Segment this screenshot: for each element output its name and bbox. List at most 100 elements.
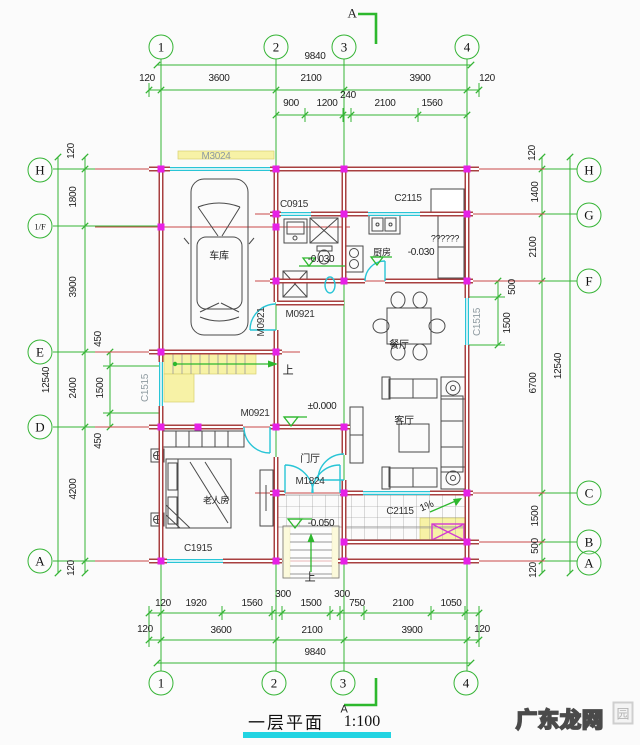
grid-bubble-left-h: H — [27, 157, 53, 183]
up-arrow-entry-label: 上 — [304, 571, 316, 584]
dim-top-r2-0: 900 — [283, 98, 299, 109]
dim-right-inner-0: 500 — [507, 279, 518, 295]
grid-bubble-right-b: B — [576, 529, 602, 555]
bathroom-fixtures — [282, 217, 339, 298]
grid-bubble-right-a: A — [576, 550, 602, 576]
dim-bot-r1-0: 120 — [155, 598, 171, 609]
dim-left-0: 120 — [66, 143, 77, 159]
right-window-label: C1515 — [472, 308, 483, 336]
dim-bot-r1-7: 2100 — [392, 598, 414, 609]
dim-bot-r1-5: 300 — [334, 589, 350, 600]
watermark-text: 广东龙网 — [515, 708, 604, 733]
dim-bot-r1-6: 750 — [349, 598, 365, 609]
dim-bot-r1-1: 1920 — [185, 598, 207, 609]
car — [183, 178, 255, 336]
dim-left-total: 12540 — [41, 366, 52, 394]
bedroom-window-label: C1915 — [184, 543, 212, 554]
grid-bubble-top-2: 2 — [263, 34, 289, 60]
dim-right-1: 1400 — [530, 181, 541, 203]
bedroom-door-label: M0921 — [240, 408, 270, 419]
room-label-living: 客厅 — [394, 416, 414, 427]
drawing-title: 一层平面 — [248, 713, 324, 733]
counter-note: ?????? — [430, 233, 460, 244]
grid-bubble-right-g: G — [576, 202, 602, 228]
dim-top-r2-1: 1200 — [316, 98, 338, 109]
watermark-badge: 园 — [612, 701, 634, 725]
dining-set — [372, 291, 446, 361]
grid-bubble-bottom-4: 4 — [453, 670, 479, 696]
grid-bubble-left-e: E — [27, 339, 53, 365]
terrace-tiles — [277, 494, 468, 544]
garage-door-label: M3024 — [201, 151, 231, 162]
grid-bubble-left-a: A — [27, 548, 53, 574]
dim-top-total: 9840 — [304, 51, 326, 62]
living-set — [349, 376, 466, 490]
dim-top-r1-0: 120 — [139, 73, 155, 84]
dim-left-inner-2: 450 — [93, 433, 104, 449]
hall-door-label: M0921 — [285, 309, 315, 320]
dim-left-1: 1800 — [68, 186, 79, 208]
room-label-bedroom: 老人房 — [202, 495, 230, 506]
grid-bubble-right-f: F — [576, 268, 602, 294]
entry-door-label: M1824 — [295, 476, 325, 487]
dim-right-0: 120 — [527, 145, 538, 161]
level-kitchen: -0.030 — [407, 247, 435, 258]
up-arrow-stair-label: 上 — [282, 364, 294, 377]
dim-left-5: 120 — [66, 560, 77, 576]
dim-left-2: 3900 — [68, 276, 79, 298]
dim-top-r1-2: 2100 — [300, 73, 322, 84]
level-bath: -0.030 — [307, 254, 335, 265]
dim-top-r1-3: 3900 — [409, 73, 431, 84]
dim-right-total: 12540 — [553, 352, 564, 380]
dim-bot-r2-0: 120 — [137, 624, 153, 635]
dim-bot-r2-1: 3600 — [210, 625, 232, 636]
drawing-scale: 1:100 — [343, 713, 381, 730]
room-label-kitchen: 厨房 — [373, 247, 391, 258]
dim-top-r1-4: 120 — [479, 73, 495, 84]
room-label-garage: 车库 — [209, 251, 229, 262]
hall-door-label-vertical: M0921 — [256, 307, 267, 337]
dim-bot-total: 9840 — [304, 647, 326, 658]
left-window-label: C1515 — [140, 374, 151, 402]
grid-bubble-bottom-1: 1 — [148, 670, 174, 696]
dim-right-2: 2100 — [528, 236, 539, 258]
dim-bot-r2-2: 2100 — [301, 625, 323, 636]
kitchen-window-label: C2115 — [394, 193, 422, 204]
bedroom-set — [150, 430, 274, 529]
windows — [159, 167, 469, 563]
section-mark-top: A — [347, 5, 357, 21]
grid-bubble-left-d: D — [27, 414, 53, 440]
title-underline — [243, 732, 391, 738]
terrace-window-label: C2115 — [386, 506, 414, 517]
dim-bot-r1-2: 1560 — [241, 598, 263, 609]
door-swings — [243, 260, 386, 494]
kitchen-fixtures — [344, 214, 465, 279]
room-label-foyer: 门厅 — [300, 454, 320, 465]
dim-top-r2-2: 240 — [340, 90, 356, 101]
dim-right-3: 6700 — [528, 372, 539, 394]
dim-bot-r2-4: 120 — [474, 624, 490, 635]
grid-bubble-right-h: H — [576, 157, 602, 183]
dim-top-r1-1: 3600 — [208, 73, 230, 84]
furniture — [150, 178, 466, 541]
dim-top-r2-4: 1560 — [421, 98, 443, 109]
dim-right-inner-1: 1500 — [502, 312, 513, 334]
dim-right-6: 120 — [528, 562, 539, 578]
dim-top-r2-3: 2100 — [374, 98, 396, 109]
grid-bubble-top-4: 4 — [454, 34, 480, 60]
dim-left-inner-1: 1500 — [95, 377, 106, 399]
grid-bubble-top-3: 3 — [331, 34, 357, 60]
dim-bot-r1-4: 1500 — [300, 598, 322, 609]
dim-left-inner-0: 450 — [93, 331, 104, 347]
dim-left-3: 2400 — [68, 377, 79, 399]
dim-right-4: 1500 — [530, 505, 541, 527]
dim-bot-r1-8: 1050 — [440, 598, 462, 609]
bath-window-label: C0915 — [280, 199, 308, 210]
grid-bubble-bottom-3: 3 — [330, 670, 356, 696]
level-foyer: ±0.000 — [307, 401, 337, 412]
grid-bubble-bottom-2: 2 — [261, 670, 287, 696]
grid-bubble-right-c: C — [576, 480, 602, 506]
dim-right-5: 500 — [530, 538, 541, 554]
